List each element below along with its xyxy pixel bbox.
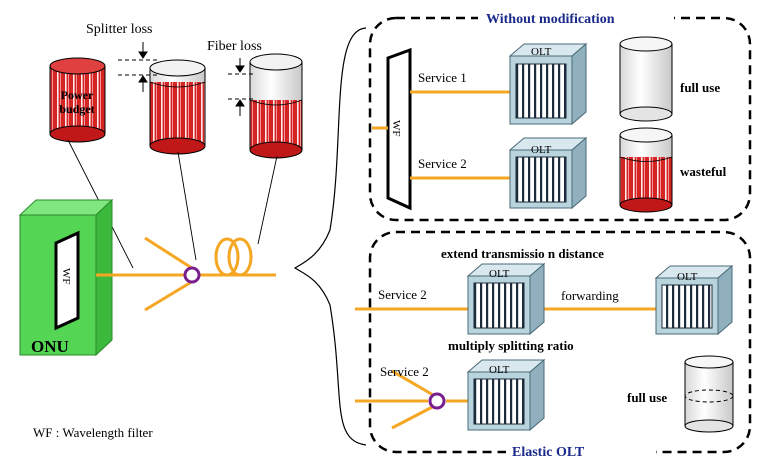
- olt-bottom-2: OLT: [654, 264, 734, 336]
- top-wf-label: WF: [390, 120, 402, 137]
- splitter-loss-arrows: [118, 42, 158, 92]
- olt-bottom-1: OLT: [466, 262, 546, 336]
- service2-label: Service 2: [418, 156, 467, 171]
- onu-label: ONU: [31, 337, 69, 356]
- multiply-label: multiply splitting ratio: [448, 338, 574, 353]
- splitter-loss-cylinder: [149, 59, 206, 155]
- splitter-circle: [183, 266, 201, 284]
- olt-bottom-3-label: OLT: [489, 364, 510, 376]
- olt-top-1-label: OLT: [531, 46, 552, 58]
- left-fiber-path: [96, 236, 276, 312]
- wasteful-label: wasteful: [680, 164, 727, 179]
- splitter-leader: [177, 151, 197, 261]
- bottom-service2-label-b: Service 2: [380, 364, 429, 379]
- olt-top-1: OLT: [508, 42, 588, 126]
- fiber-loss-arrows: [228, 58, 256, 116]
- olt-bottom-1-label: OLT: [489, 268, 510, 280]
- bottom-service2-label-a: Service 2: [378, 287, 427, 302]
- top-full-use-label: full use: [680, 80, 720, 95]
- olt-top-2-label: OLT: [531, 144, 552, 156]
- top-panel-frame: [368, 16, 752, 222]
- extend-label: extend transmissio n distance: [441, 246, 604, 261]
- top-panel-title: Without modification: [486, 12, 615, 27]
- full-use-cylinder-top: [619, 36, 673, 122]
- power-budget-cylinder: Power budget: [49, 57, 106, 143]
- curly-brace: [293, 27, 367, 446]
- splitter-loss-label: Splitter loss: [86, 22, 153, 37]
- bottom-panel-title: Elastic OLT: [512, 445, 585, 460]
- olt-top-2: OLT: [508, 136, 588, 210]
- bottom-full-use-label: full use: [627, 390, 667, 405]
- full-use-cylinder-bottom: [684, 355, 734, 433]
- power-budget-label-2: budget: [59, 102, 94, 116]
- power-budget-label-1: Power: [61, 88, 94, 102]
- top-wf-filter: WF: [386, 47, 412, 211]
- bottom-splitter-fiber: [355, 369, 470, 430]
- fiber-leader: [257, 155, 278, 245]
- bottom-splitter-circle: [428, 392, 446, 410]
- olt-bottom-2-label: OLT: [677, 271, 698, 283]
- forwarding-label: forwarding: [561, 288, 619, 303]
- fiber-loss-cylinder: [249, 53, 303, 159]
- wasteful-cylinder: [619, 127, 673, 213]
- wf-legend: WF : Wavelength filter: [33, 425, 153, 440]
- service1-label: Service 1: [418, 70, 467, 85]
- onu-box: WF ONU: [18, 198, 114, 357]
- olt-bottom-3: OLT: [466, 358, 546, 432]
- fiber-loss-label: Fiber loss: [207, 39, 262, 54]
- onu-wf-label: WF: [60, 268, 72, 285]
